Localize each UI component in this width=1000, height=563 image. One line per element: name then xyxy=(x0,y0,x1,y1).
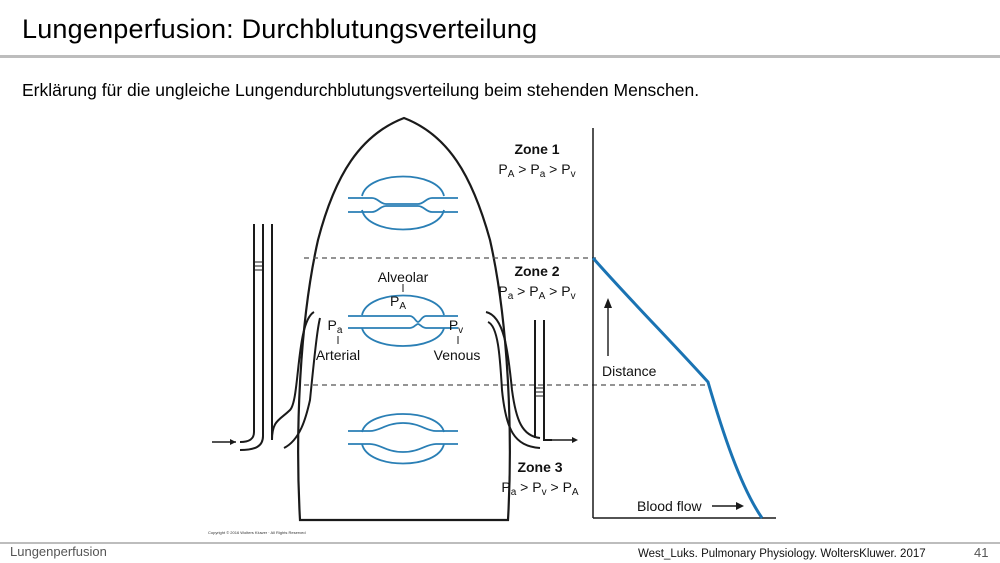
copyright-notice: Copyright © 2016 Wolters Kluwer · All Ri… xyxy=(208,530,306,535)
venous-label: Venous xyxy=(434,347,481,363)
slide-subtitle: Erklärung für die ungleiche Lungendurchb… xyxy=(22,80,700,100)
zone-2-condition: Pa > PA > Pv xyxy=(498,283,575,302)
zone-3-condition: Pa > Pv > PA xyxy=(501,479,579,498)
arterial-label: Arterial xyxy=(316,347,360,363)
blood-flow-label: Blood flow xyxy=(637,498,702,514)
venous-manometer xyxy=(485,311,552,449)
lung-outline xyxy=(297,116,511,522)
footer-citation: West_Luks. Pulmonary Physiology. Wolters… xyxy=(638,548,926,560)
alveolar-label: Alveolar xyxy=(378,269,429,285)
zone-1-condition: PA > Pa > Pv xyxy=(498,161,575,180)
footer-section-label: Lungenperfusion xyxy=(10,544,107,559)
title-divider xyxy=(0,55,1000,58)
alveolus-zone-3 xyxy=(348,413,458,465)
alveolar-pressure-label: PA xyxy=(390,293,406,312)
page-number: 41 xyxy=(974,545,989,560)
arterial-manometer xyxy=(239,224,321,451)
alveolus-zone-2 xyxy=(348,294,458,347)
zone-3-title: Zone 3 xyxy=(517,459,562,475)
distance-label: Distance xyxy=(602,363,657,379)
arterial-pressure-label: Pa xyxy=(328,317,343,336)
zone-1-title: Zone 1 xyxy=(514,141,559,157)
footer-divider xyxy=(0,542,1000,544)
alveolus-zone-1 xyxy=(348,175,458,231)
venous-pressure-label: Pv xyxy=(449,317,463,336)
zone-2-title: Zone 2 xyxy=(514,263,559,279)
slide-title: Lungenperfusion: Durchblutungsverteilung xyxy=(22,14,538,44)
blood-flow-curve xyxy=(591,257,764,519)
